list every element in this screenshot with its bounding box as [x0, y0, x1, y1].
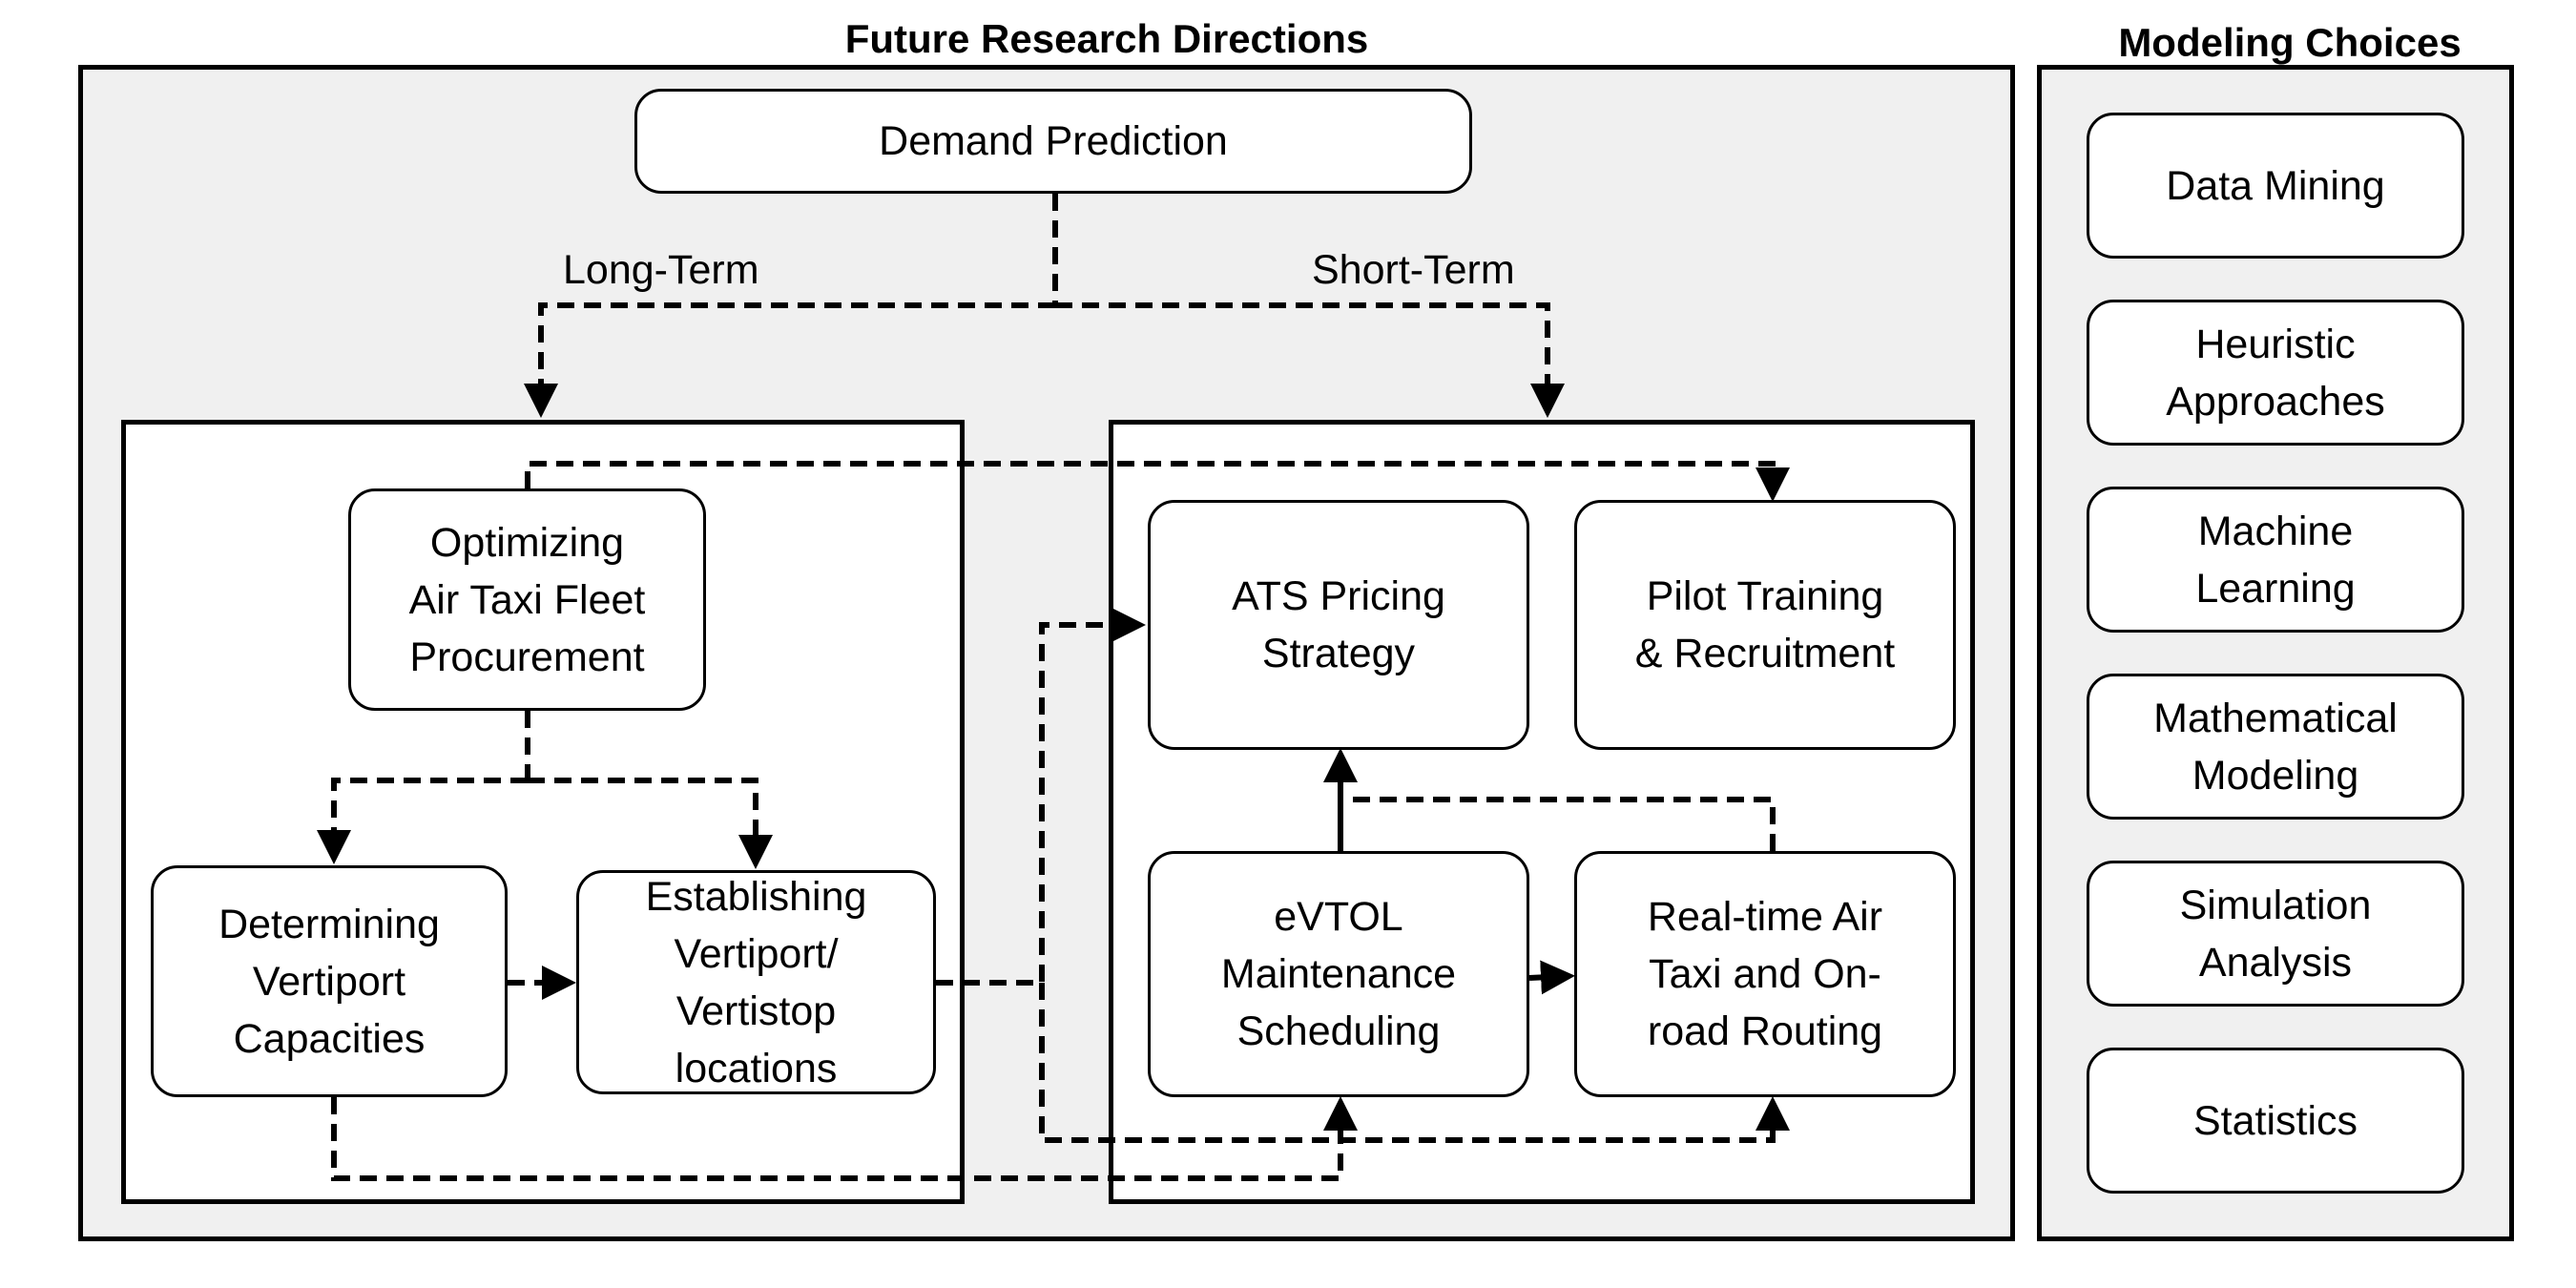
long-term-arrow	[524, 302, 1055, 418]
modeling-choice-label: Data Mining	[2166, 162, 2385, 209]
short-term-arrow	[1055, 302, 1565, 418]
vertiport-capacities-node: Determining Vertiport Capacities	[151, 865, 508, 1097]
vertiport-capacities-label: Determining Vertiport Capacities	[218, 901, 440, 1062]
modeling-choice-label: Heuristic Approaches	[2166, 321, 2385, 425]
modeling-choices-panel	[2037, 65, 2514, 1241]
ats-pricing-node: ATS Pricing Strategy	[1148, 500, 1529, 750]
fleet-to-pilot-arrow	[525, 461, 1790, 502]
ats-pricing-label: ATS Pricing Strategy	[1232, 573, 1445, 676]
modeling-choice-data-mining: Data Mining	[2087, 113, 2464, 259]
demand-prediction-label: Demand Prediction	[879, 118, 1228, 164]
modeling-choice-simulation: Simulation Analysis	[2087, 861, 2464, 1007]
maintenance-to-routing-arrow	[1528, 960, 1575, 995]
short-term-label: Short-Term	[1312, 247, 1515, 293]
vertiport-locations-label: Establishing Vertiport/ Vertistop locati…	[645, 873, 867, 1091]
modeling-choice-heuristic: Heuristic Approaches	[2087, 300, 2464, 446]
modeling-choice-mathematical: Mathematical Modeling	[2087, 674, 2464, 820]
fleet-procurement-label: Optimizing Air Taxi Fleet Procurement	[408, 519, 646, 680]
realtime-routing-label: Real-time Air Taxi and On- road Routing	[1647, 894, 1883, 1054]
fleet-procurement-node: Optimizing Air Taxi Fleet Procurement	[348, 488, 706, 711]
demand-prediction-node: Demand Prediction	[634, 89, 1472, 194]
pilot-training-node: Pilot Training & Recruitment	[1574, 500, 1956, 750]
modeling-choice-label: Machine Learning	[2195, 508, 2356, 612]
modeling-choice-label: Simulation Analysis	[2179, 882, 2372, 986]
realtime-routing-node: Real-time Air Taxi and On- road Routing	[1574, 851, 1956, 1097]
evtol-maintenance-node: eVTOL Maintenance Scheduling	[1148, 851, 1529, 1097]
capacity-to-maintenance-arrow	[331, 1096, 1358, 1181]
routing-to-pricing-arrow	[1340, 797, 1776, 851]
fleet-to-capacity-arrow	[317, 778, 528, 864]
modeling-choice-label: Mathematical Modeling	[2153, 695, 2398, 799]
evtol-maintenance-label: eVTOL Maintenance Scheduling	[1220, 894, 1457, 1054]
modeling-choice-machine-learning: Machine Learning	[2087, 487, 2464, 633]
modeling-choices-title: Modeling Choices	[2118, 20, 2462, 65]
locations-to-pricing-arrow	[936, 608, 1146, 986]
locations-to-routing-arrow	[1039, 983, 1790, 1143]
long-term-label: Long-Term	[563, 247, 759, 293]
fleet-to-locations-arrow	[528, 778, 773, 869]
vertiport-locations-node: Establishing Vertiport/ Vertistop locati…	[576, 870, 936, 1094]
modeling-choice-statistics: Statistics	[2087, 1048, 2464, 1194]
future-directions-title: Future Research Directions	[844, 16, 1369, 61]
modeling-choice-label: Statistics	[2192, 1097, 2358, 1144]
pilot-training-label: Pilot Training & Recruitment	[1634, 573, 1896, 676]
